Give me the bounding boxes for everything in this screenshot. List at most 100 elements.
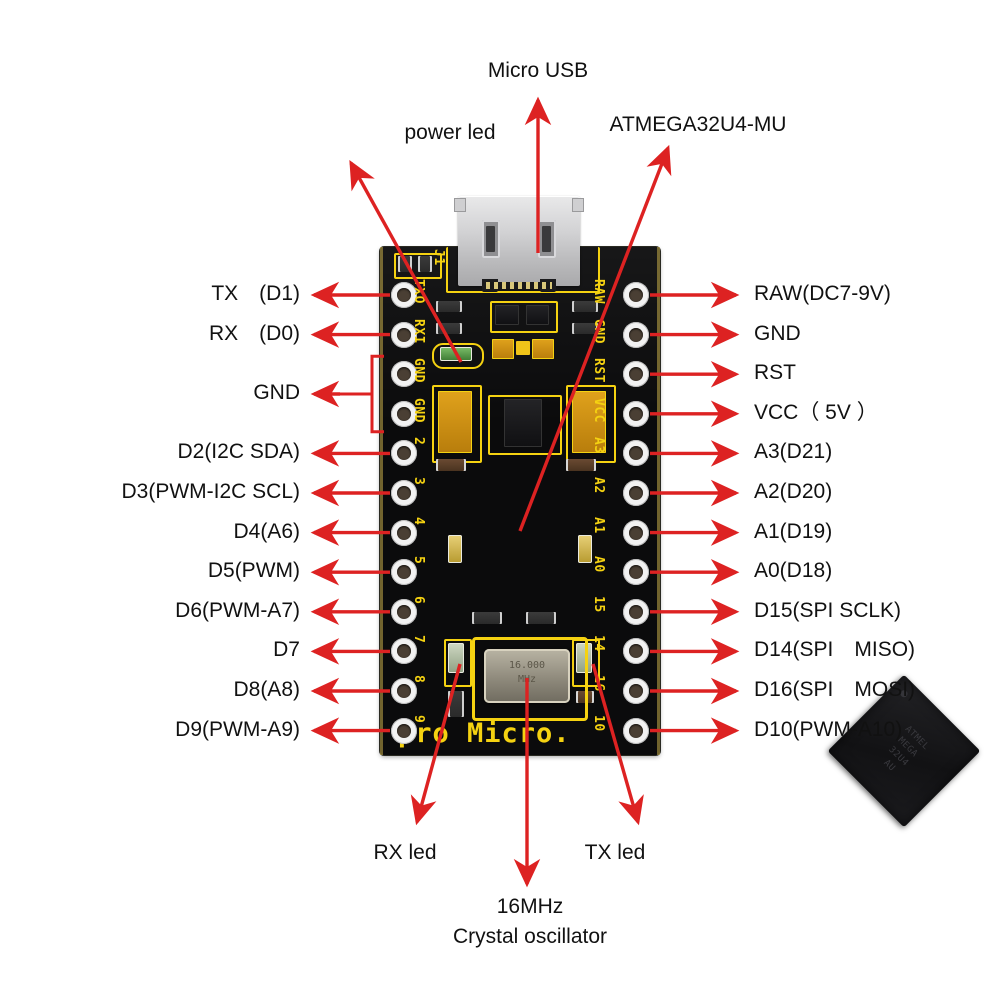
usb-pins [486, 282, 552, 289]
arrow-callout-rx-led [410, 663, 462, 826]
usb-footprint-silk [446, 247, 600, 293]
callout-tx-led: TX led [584, 841, 646, 864]
usb-slot-right [538, 220, 556, 258]
pad-hole [397, 565, 411, 580]
pad-right-16 [623, 678, 649, 704]
board-edge-left [380, 247, 383, 755]
smd-ic-b [526, 305, 549, 325]
pin-label-right-A3: A3(D21) [754, 440, 833, 464]
arrow-callout-power-led [349, 160, 463, 363]
crystal-silk [472, 637, 588, 721]
tantalum-cap-left [438, 391, 472, 453]
pad-left-GND [391, 361, 417, 388]
pad-right-RAW [623, 282, 649, 308]
callout-crystal-name: Crystal oscillator [452, 925, 608, 948]
pin-label-left-8: D8(A8) [233, 678, 300, 701]
pad-hole [629, 604, 643, 619]
pin-label-right-10: D10(PWM-A10) [754, 717, 903, 741]
pad-right-15 [623, 598, 649, 625]
pad-hole [397, 723, 411, 738]
smd-ic-a [495, 305, 519, 325]
pad-hole [397, 604, 411, 619]
pin-label-right-VCC: VCC（ 5V ） [754, 400, 878, 424]
tantalum-cap-right [572, 391, 606, 453]
pad-left-GND [391, 400, 417, 427]
pin-label-left-5: D5(PWM) [207, 559, 300, 583]
pad-right-A2 [623, 480, 649, 506]
usb-tab-left [454, 198, 466, 212]
pad-hole [397, 684, 411, 698]
usb-slot-left [482, 220, 500, 258]
pad-hole [629, 723, 643, 738]
pin-label-left-7: D7 [273, 638, 300, 662]
pin-label-right-A0: A0(D18) [754, 559, 833, 583]
pin-label-right-A2: A2(D20) [754, 480, 833, 503]
arrow-callout-atmega [518, 144, 672, 532]
pin-label-right-RST: RST [754, 361, 796, 385]
pad-left-3 [391, 480, 417, 506]
pad-left-TXO [391, 282, 417, 308]
smd-resistor-5 [472, 612, 502, 624]
pad-hole [397, 446, 411, 461]
pad-hole [629, 288, 643, 302]
pad-hole [629, 327, 643, 342]
pin-label-left-4: D4(A6) [233, 519, 300, 543]
pin-label-left-RXI: RX (D0) [208, 321, 300, 345]
pad-hole [397, 644, 411, 659]
pin-label-right-RAW: RAW(DC7-9V) [754, 282, 891, 305]
pad-left-8 [391, 678, 417, 704]
power-led-silk [432, 343, 484, 369]
pad-hole [629, 525, 643, 540]
pad-hole [397, 367, 411, 382]
smd-diode [516, 341, 530, 355]
board-brand-text: pro Micro. [398, 718, 571, 749]
smd-resistor-1 [436, 301, 462, 312]
pad-left-2 [391, 440, 417, 467]
pin-label-right-14: D14(SPI MISO) [754, 638, 916, 662]
pad-right-GND [623, 321, 649, 348]
callout-rx-led: RX led [373, 841, 437, 864]
pad-left-4 [391, 519, 417, 546]
pad-hole [397, 406, 411, 421]
smd-resistor-6 [526, 612, 556, 624]
pad-right-A1 [623, 519, 649, 546]
pad-right-A0 [623, 559, 649, 586]
pad-hole [629, 565, 643, 580]
pad-hole [629, 367, 643, 382]
callout-atmega: ATMEGA32U4-MU [609, 113, 787, 136]
voltage-regulator [504, 399, 542, 447]
smd-resistor-8 [566, 459, 596, 471]
smd-resistor-7 [436, 459, 466, 471]
arrow-callout-tx-led [591, 663, 644, 826]
pad-hole [629, 446, 643, 461]
j1-pad-b [418, 256, 432, 272]
pad-left-5 [391, 559, 417, 586]
pad-hole [397, 525, 411, 540]
pad-hole [629, 486, 643, 500]
pad-hole [629, 406, 643, 421]
pin-label-left-6: D6(PWM-A7) [175, 598, 300, 622]
pin-label-left-2: D2(I2C SDA) [177, 440, 300, 464]
pad-left-7 [391, 638, 417, 665]
pad-hole [397, 486, 411, 500]
pin-label-right-A1: A1(D19) [754, 519, 833, 543]
smd-cap-a [492, 339, 514, 359]
pad-left-9 [391, 717, 417, 744]
pad-hole [397, 288, 411, 302]
pad-left-6 [391, 598, 417, 625]
board-edge-right [657, 247, 660, 755]
callout-micro-usb: Micro USB [487, 59, 589, 82]
smd-cap-b [532, 339, 554, 359]
pin-label-left-TXO: TX (D1) [211, 282, 300, 305]
pin-label-left-3: D3(PWM-I2C SCL) [121, 480, 300, 503]
pin-label-left-gnd: GND [253, 381, 300, 404]
pad-hole [397, 327, 411, 342]
pad-right-RST [623, 361, 649, 388]
usb-tab-right [572, 198, 584, 212]
pad-right-VCC [623, 400, 649, 427]
pad-right-14 [623, 638, 649, 665]
gnd-bracket [370, 354, 384, 434]
pin-label-left-9: D9(PWM-A9) [175, 717, 300, 741]
callout-power-led: power led [404, 121, 496, 144]
